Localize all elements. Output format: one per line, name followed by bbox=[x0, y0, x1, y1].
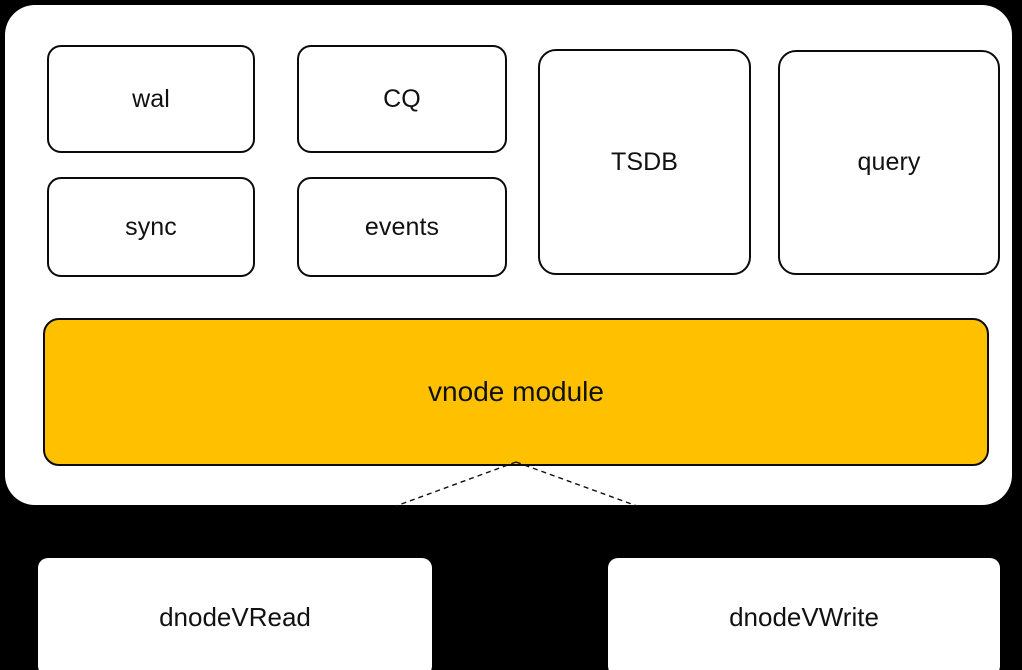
module-box-tsdb[interactable]: TSDB bbox=[538, 49, 751, 275]
vnode-module-bar[interactable]: vnode module bbox=[43, 318, 989, 466]
module-box-query[interactable]: query bbox=[778, 50, 1000, 275]
module-label-events: events bbox=[364, 212, 440, 241]
module-box-cq[interactable]: CQ bbox=[297, 45, 507, 153]
module-box-sync[interactable]: sync bbox=[47, 177, 255, 277]
module-box-wal[interactable]: wal bbox=[47, 45, 255, 153]
dnode-label-dnodevread: dnodeVRead bbox=[159, 601, 311, 632]
dnode-label-dnodevwrite: dnodeVWrite bbox=[729, 601, 879, 632]
module-label-tsdb: TSDB bbox=[610, 147, 679, 176]
module-label-query: query bbox=[857, 148, 921, 176]
vnode-module-label: vnode module bbox=[428, 376, 604, 407]
module-label-cq: CQ bbox=[383, 84, 421, 113]
vnode-container: wal CQ TSDB query sync events vnode modu… bbox=[5, 5, 1012, 505]
dnode-box-dnodevwrite[interactable]: dnodeVWrite bbox=[608, 558, 1000, 670]
module-label-sync: sync bbox=[125, 212, 177, 241]
module-label-wal: wal bbox=[132, 84, 170, 113]
dnode-box-dnodevread[interactable]: dnodeVRead bbox=[38, 558, 432, 670]
module-box-events[interactable]: events bbox=[297, 177, 507, 277]
